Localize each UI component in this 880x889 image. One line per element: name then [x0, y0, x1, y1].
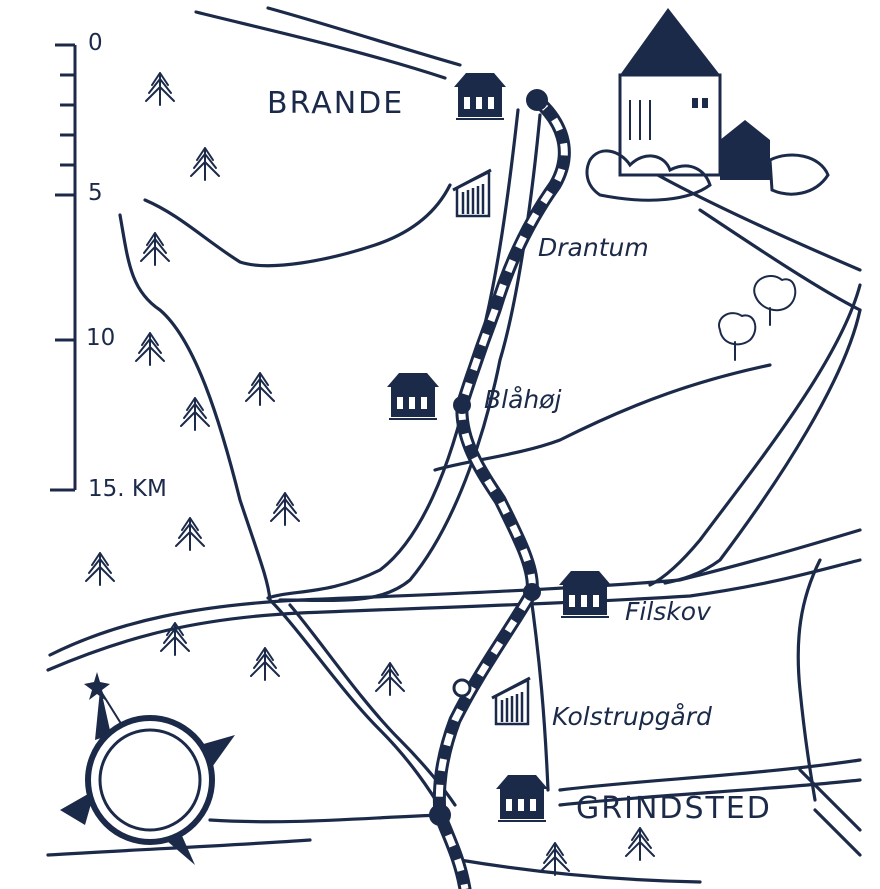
stations	[429, 89, 548, 826]
tree-icon	[250, 647, 280, 681]
railway-line	[432, 93, 571, 889]
tree-icon	[85, 552, 115, 586]
house-icon	[495, 774, 549, 822]
tree-icon	[180, 397, 210, 431]
tree-icon	[540, 842, 570, 876]
town-label-drantum: Drantum	[538, 233, 649, 262]
church-icon	[585, 8, 830, 202]
station-icon	[452, 678, 472, 698]
tree-icon	[375, 662, 405, 696]
town-label-filskov: Filskov	[625, 597, 711, 626]
scale-bar	[50, 43, 77, 492]
station-icon	[526, 89, 548, 111]
tree-icon	[625, 827, 655, 861]
scale-tick-0: 0	[88, 30, 103, 56]
scale-tick-5: 5	[88, 180, 103, 206]
town-label-blahoj: Blåhøj	[484, 385, 562, 414]
compass-rose-icon	[60, 672, 235, 865]
tree-icon	[135, 332, 165, 366]
tree-icon	[140, 232, 170, 266]
station-icon	[429, 804, 451, 826]
town-label-brande: BRANDE	[267, 86, 405, 121]
town-label-grindsted: GRINDSTED	[576, 791, 772, 826]
tree-icon	[245, 372, 275, 406]
scale-tick-10: 10	[86, 325, 116, 351]
station-icon	[453, 396, 471, 414]
tree-icon	[270, 492, 300, 526]
deciduous-trees	[718, 275, 797, 361]
house-icon	[386, 372, 440, 420]
tree-icon	[145, 72, 175, 106]
house-icon	[453, 72, 507, 120]
house-icon	[558, 570, 612, 618]
tree-icon	[175, 517, 205, 551]
scale-tick-15: 15. KM	[88, 476, 167, 502]
town-label-kolstrupgard: Kolstrupgård	[552, 702, 712, 731]
tree-icon	[190, 147, 220, 181]
farm-icon	[451, 168, 493, 218]
farm-icon	[490, 676, 532, 726]
station-icon	[523, 583, 541, 601]
